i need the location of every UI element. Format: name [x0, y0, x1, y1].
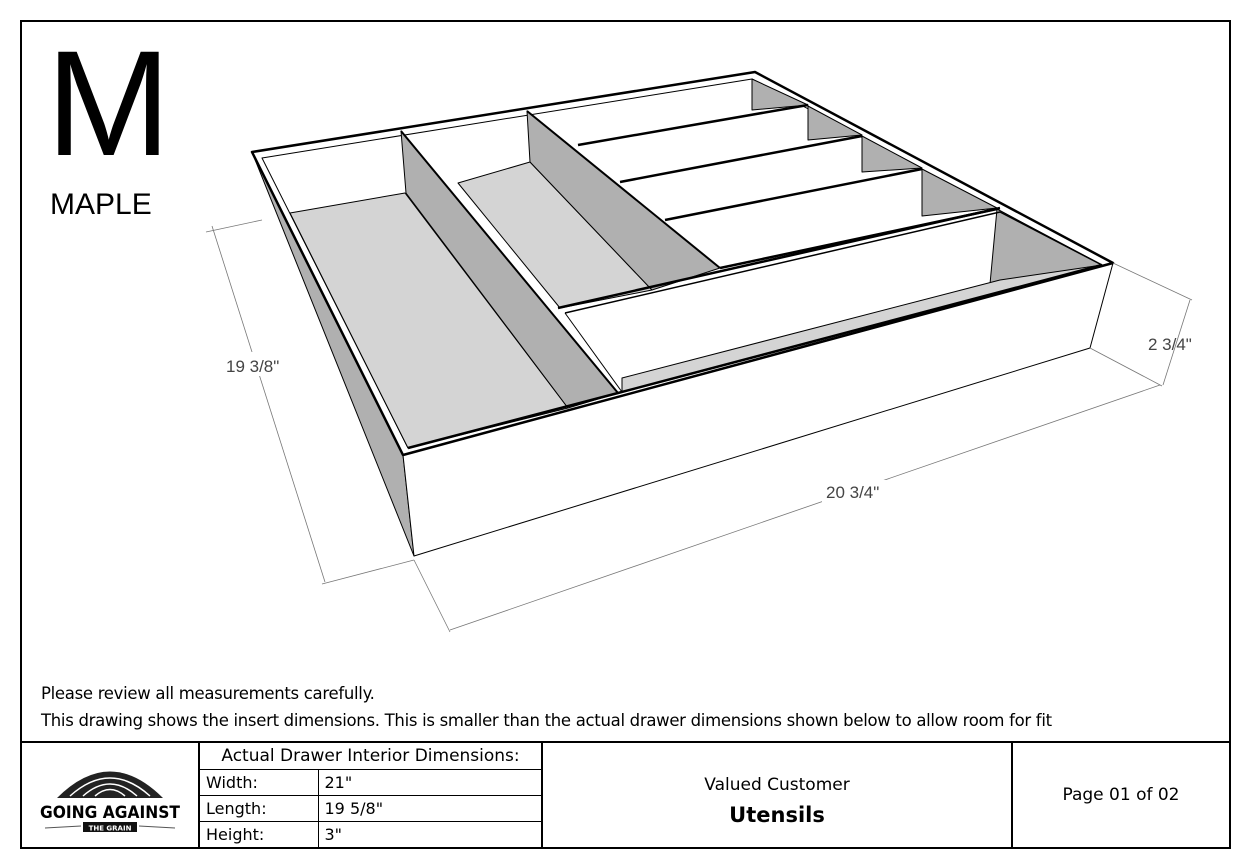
actual-dimensions-table: Actual Drawer Interior Dimensions: Width…	[200, 743, 543, 847]
page-number: Page 01 of 02	[1062, 785, 1180, 805]
dims-header: Actual Drawer Interior Dimensions:	[200, 743, 541, 770]
species-name: MAPLE	[50, 188, 152, 221]
table-row: Height:3"	[200, 821, 541, 847]
species-letter: M	[46, 19, 171, 187]
width-dimension: 20 3/4"	[826, 483, 879, 502]
title-block: GOING AGAINST THE GRAIN Actual Drawer In…	[20, 741, 1231, 849]
drawer-insert-drawing: 19 3/8" 20 3/4" 2 3/4"	[205, 70, 1193, 633]
note-review: Please review all measurements carefully…	[41, 684, 375, 703]
customer-cell: Valued Customer Utensils	[543, 743, 1013, 847]
project-name: Utensils	[729, 803, 825, 827]
customer-name: Valued Customer	[704, 775, 850, 795]
note-insert: This drawing shows the insert dimensions…	[41, 711, 1052, 730]
height-dimension: 2 3/4"	[1148, 335, 1192, 354]
company-logo: GOING AGAINST THE GRAIN	[22, 743, 200, 847]
table-row: Width:21"	[200, 769, 541, 796]
svg-text:GOING AGAINST: GOING AGAINST	[40, 803, 180, 823]
length-dimension: 19 3/8"	[226, 357, 279, 376]
table-row: Length:19 5/8"	[200, 795, 541, 822]
svg-text:THE GRAIN: THE GRAIN	[89, 825, 132, 833]
